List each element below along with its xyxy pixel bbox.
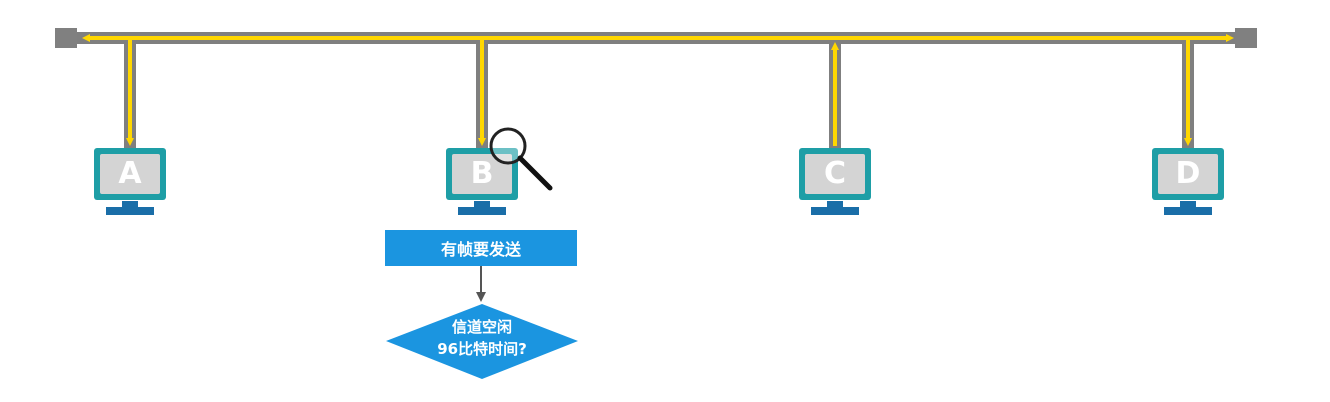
right-terminator <box>1235 28 1257 48</box>
decision-line-1: 信道空闲 <box>451 318 512 336</box>
monitor-screen: A <box>94 148 166 200</box>
monitor-base <box>811 207 859 215</box>
magnifier-icon <box>489 127 553 191</box>
monitor-neck <box>122 201 138 207</box>
station-c-monitor: C <box>799 148 871 220</box>
station-d-label: D <box>1175 156 1201 191</box>
decision-text: 信道空闲 96比特时间? <box>400 316 564 360</box>
monitor-base <box>1164 207 1212 215</box>
station-b-label: B <box>470 156 494 191</box>
station-a-monitor: A <box>94 148 166 220</box>
station-a-label: A <box>118 156 142 191</box>
process-box-label: 有帧要发送 <box>440 240 521 259</box>
monitor-screen: D <box>1152 148 1224 200</box>
monitor-neck <box>474 201 490 207</box>
monitor-base <box>458 207 506 215</box>
station-c-label: C <box>823 156 847 191</box>
left-terminator <box>55 28 77 48</box>
monitor-neck <box>1180 201 1196 207</box>
station-d-monitor: D <box>1152 148 1224 220</box>
monitor-neck <box>827 201 843 207</box>
monitor-base <box>106 207 154 215</box>
decision-diamond <box>386 304 578 379</box>
process-box-frame-to-send: 有帧要发送 <box>385 230 577 266</box>
decision-line-2: 96比特时间? <box>437 340 527 358</box>
monitor-screen: C <box>799 148 871 200</box>
